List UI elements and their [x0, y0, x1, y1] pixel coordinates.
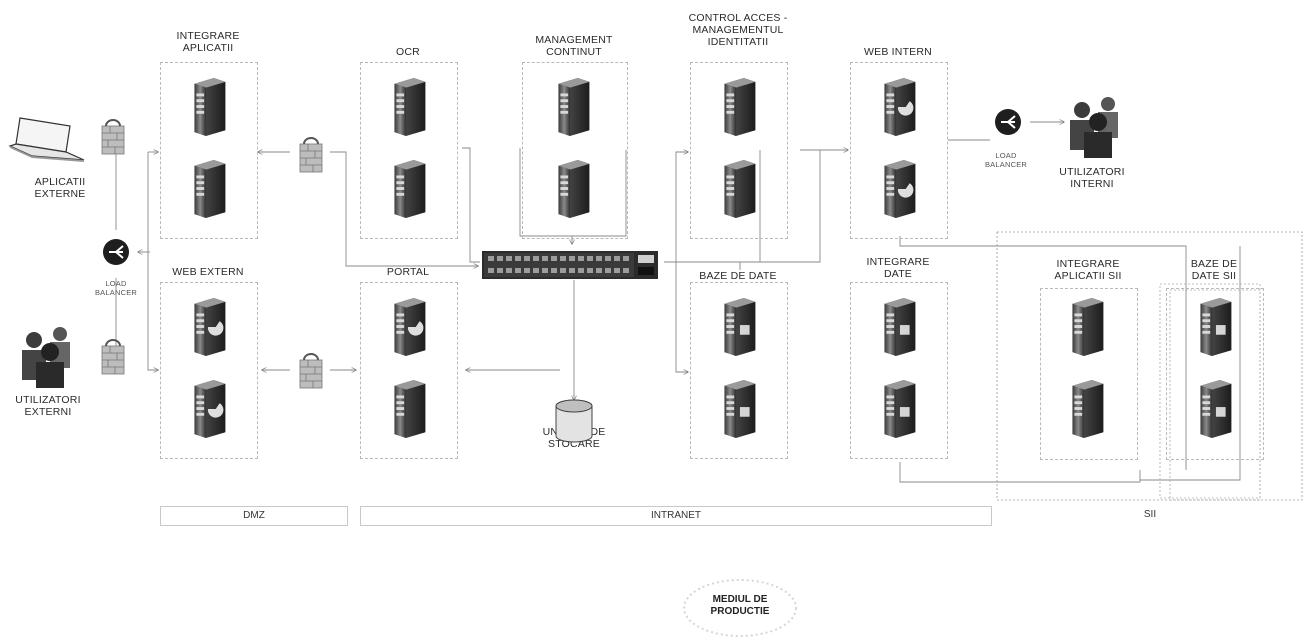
label-load-balancer-left: LOAD BALANCER — [76, 279, 156, 297]
server-icon — [720, 78, 756, 136]
server-icon — [1068, 298, 1104, 356]
label-utilizatori-interni: UTILIZATORI INTERNI — [1044, 166, 1140, 190]
label-baze-de-date: BAZE DE DATE — [680, 270, 796, 282]
label-ocr: OCR — [360, 46, 456, 58]
database-server-icon — [720, 298, 756, 356]
zone-sii: SII — [1000, 506, 1300, 524]
laptop-icon — [8, 116, 88, 170]
label-integrare-aplicatii: INTEGRARE APLICATII — [150, 30, 266, 54]
web-server-icon — [390, 298, 426, 356]
server-icon — [1068, 380, 1104, 438]
users-icon — [14, 326, 80, 388]
server-icon — [720, 160, 756, 218]
label-load-balancer-right: LOAD BALANCER — [966, 151, 1046, 169]
server-icon — [390, 380, 426, 438]
load-balancer-icon — [102, 238, 130, 266]
database-server-icon — [1196, 298, 1232, 356]
firewall-icon — [298, 350, 326, 390]
label-portal: PORTAL — [360, 266, 456, 278]
web-server-icon — [880, 160, 916, 218]
label-utilizatori-externi: UTILIZATORI EXTERNI — [0, 394, 96, 418]
label-aplicatii-externe: APLICATII EXTERNE — [10, 176, 110, 200]
load-balancer-icon — [994, 108, 1022, 136]
database-server-icon — [1196, 380, 1232, 438]
firewall-icon — [298, 134, 326, 174]
zone-dmz: DMZ — [160, 506, 348, 526]
server-icon — [554, 78, 590, 136]
label-integrare-aplicatii-sii: INTEGRARE APLICATII SII — [1024, 258, 1152, 282]
server-icon — [554, 160, 590, 218]
stamp-mediul-de-productie: MEDIUL DE PRODUCTIE — [680, 594, 800, 618]
database-server-icon — [880, 380, 916, 438]
zone-intranet: INTRANET — [360, 506, 992, 526]
web-server-icon — [190, 298, 226, 356]
storage-icon — [554, 398, 594, 444]
web-server-icon — [190, 380, 226, 438]
database-server-icon — [720, 380, 756, 438]
database-server-icon — [880, 298, 916, 356]
web-server-icon — [880, 78, 916, 136]
label-web-intern: WEB INTERN — [850, 46, 946, 58]
label-integrare-date: INTEGRARE DATE — [846, 256, 950, 280]
label-management-continut: MANAGEMENT CONTINUT — [512, 34, 636, 58]
label-control-acces: CONTROL ACCES - MANAGEMENTUL IDENTITATII — [668, 12, 808, 48]
label-baze-de-date-sii: BAZE DE DATE SII — [1156, 258, 1272, 282]
users-icon — [1062, 96, 1128, 158]
server-icon — [390, 78, 426, 136]
server-icon — [190, 160, 226, 218]
server-icon — [390, 160, 426, 218]
server-icon — [190, 78, 226, 136]
firewall-icon — [100, 116, 128, 156]
firewall-icon — [100, 336, 128, 376]
label-web-extern: WEB EXTERN — [160, 266, 256, 278]
network-switch-icon — [482, 247, 662, 283]
